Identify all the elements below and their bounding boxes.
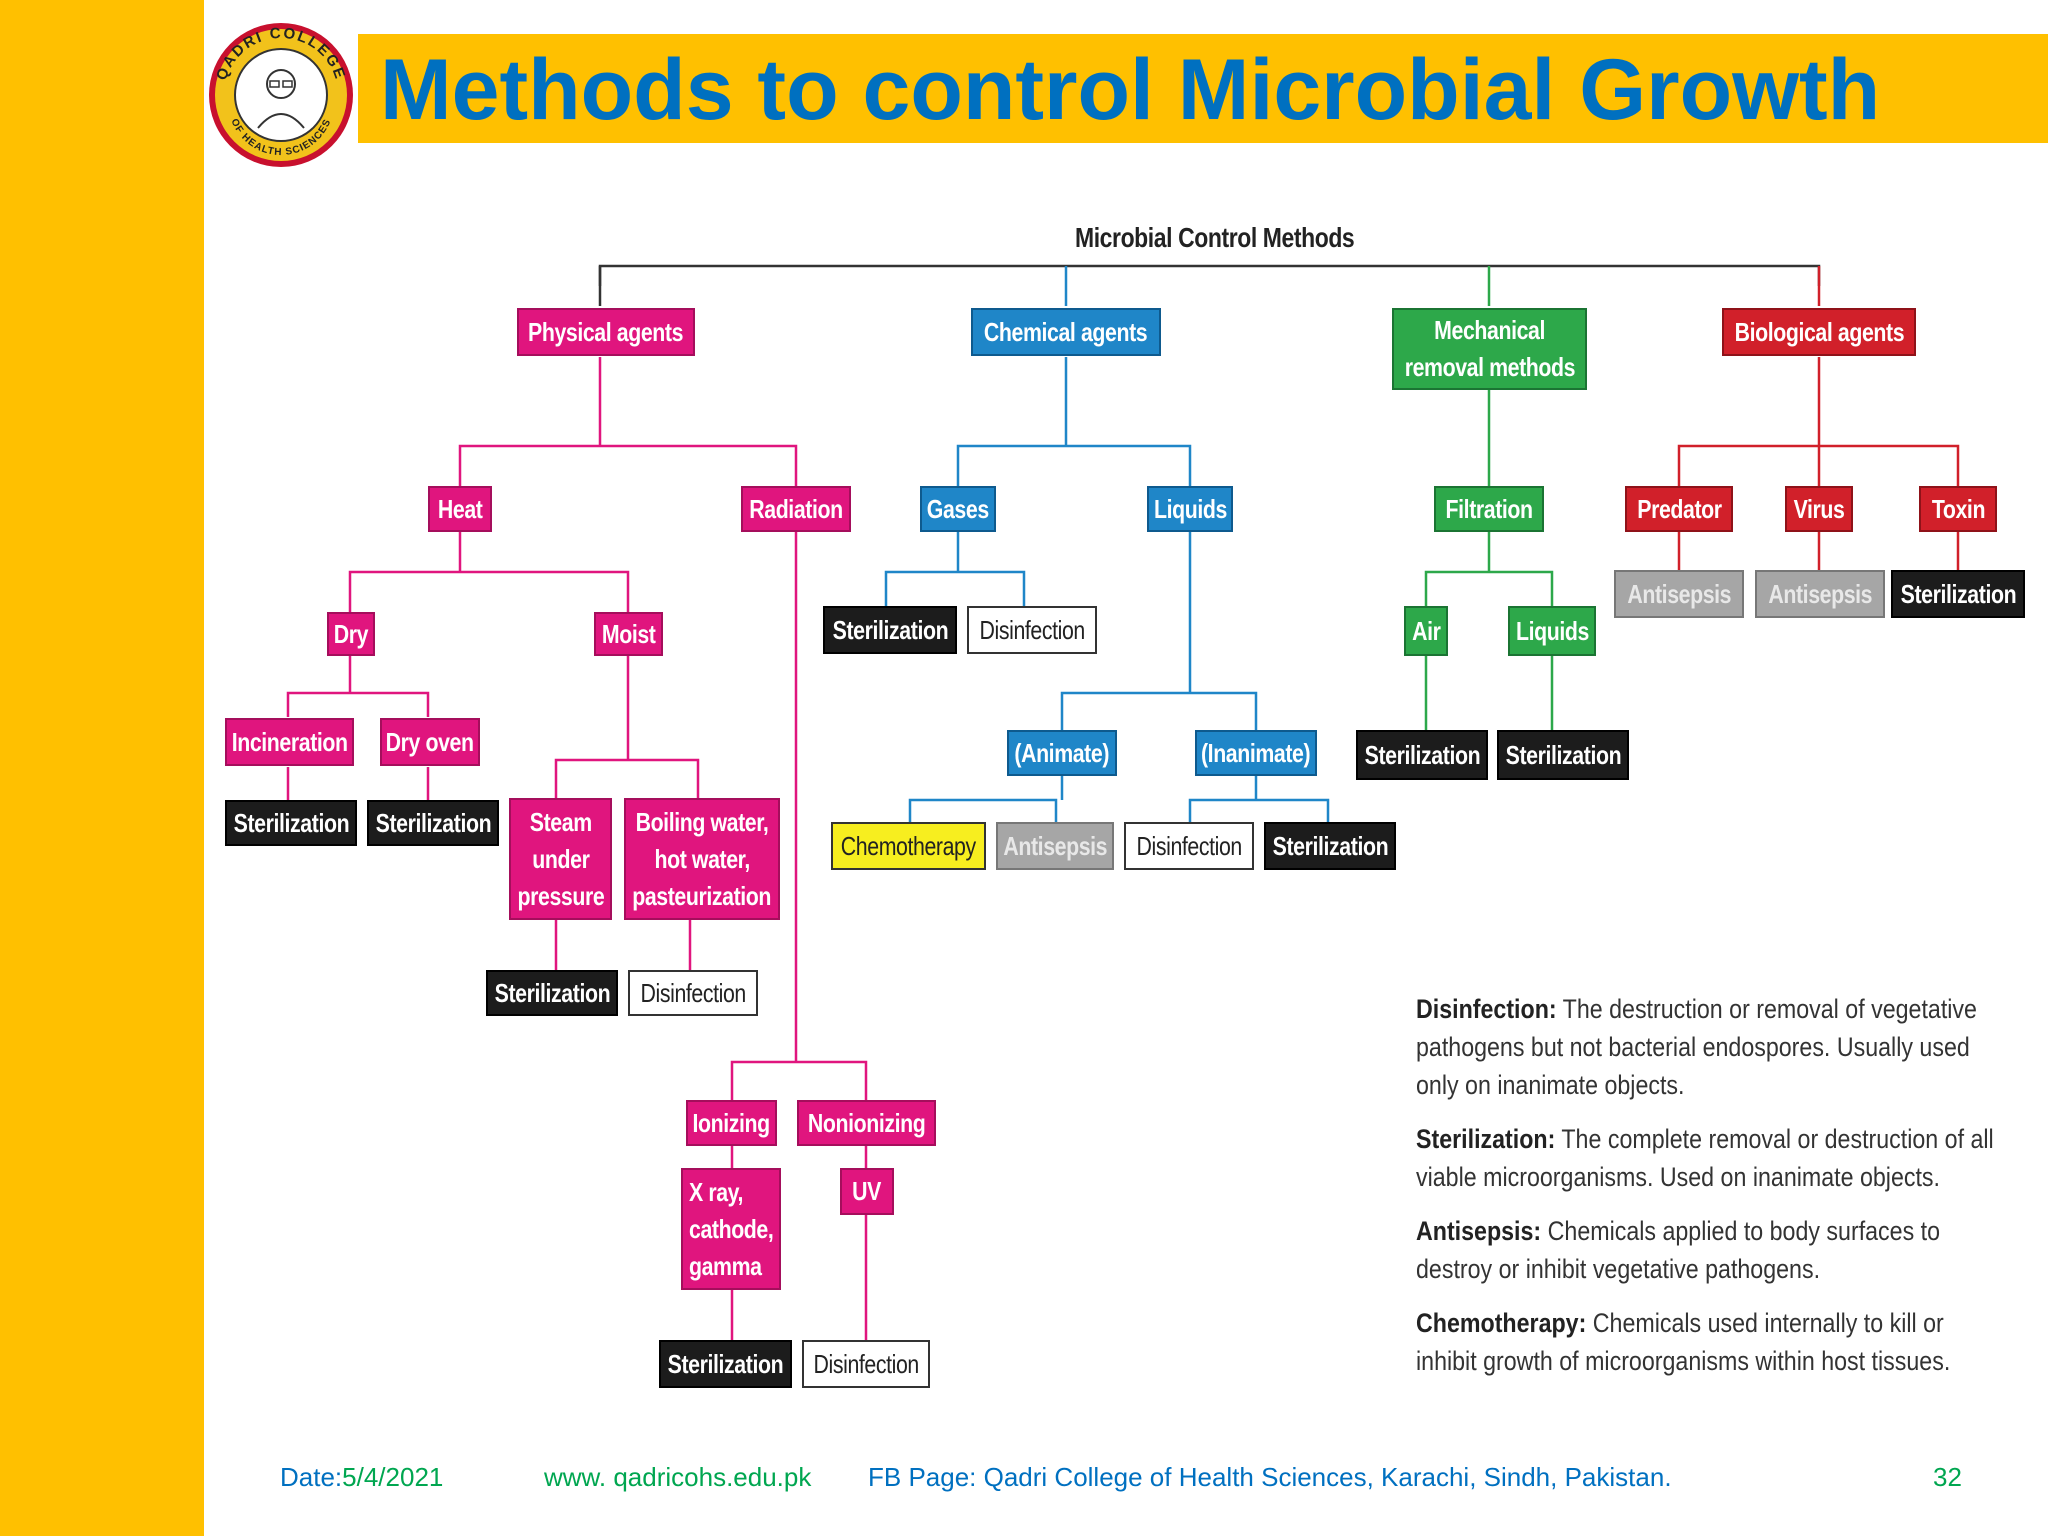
node-dry-oven: Dry oven [380, 718, 480, 766]
node-uv: UV [840, 1168, 894, 1215]
diagram-root-label: Microbial Control Methods [1075, 222, 1355, 253]
node-physical-agents: Physical agents [517, 308, 695, 356]
node-predator: Predator [1625, 486, 1733, 532]
node-sterilization-toxin: Sterilization [1891, 570, 2025, 618]
node-sterilization-gases: Sterilization [823, 606, 957, 654]
node-animate: (Animate) [1007, 730, 1117, 776]
node-filtration: Filtration [1434, 486, 1544, 532]
node-gases: Gases [920, 486, 996, 532]
node-boiling-water: Boiling water,hot water,pasteurization [624, 798, 780, 920]
node-incineration: Incineration [225, 718, 354, 766]
node-nonionizing: Nonionizing [797, 1100, 936, 1146]
definition-chemotherapy: Chemotherapy: Chemicals used internally … [1416, 1308, 1951, 1376]
left-accent-bar [0, 0, 204, 1536]
definition-disinfection: Disinfection: The destruction or removal… [1416, 994, 1977, 1100]
college-logo: QADRI COLLEGE OF HEALTH SCIENCES [209, 23, 353, 167]
node-filtration-liquids: Liquids [1508, 606, 1596, 656]
node-disinfection-inanimate: Disinfection [1124, 822, 1254, 870]
definitions-panel: Disinfection: The destruction or removal… [1416, 990, 2016, 1396]
node-sterilization-incineration: Sterilization [225, 800, 357, 846]
node-toxin: Toxin [1919, 486, 1997, 532]
node-sterilization-steam: Sterilization [486, 970, 618, 1016]
node-ionizing: Ionizing [686, 1100, 777, 1146]
node-sterilization-air: Sterilization [1356, 730, 1488, 780]
node-sterilization-filtration-liquids: Sterilization [1497, 730, 1629, 780]
slide-page-number: 32 [1933, 1462, 1962, 1492]
node-xray-cathode-gamma: X ray,cathode,gamma [681, 1168, 781, 1290]
footer-date: Date:5/4/2021 [280, 1462, 444, 1492]
node-sterilization-dry-oven: Sterilization [367, 800, 499, 846]
node-antisepsis-animate: Antisepsis [996, 822, 1114, 870]
node-dry: Dry [327, 612, 375, 656]
node-disinfection-uv: Disinfection [802, 1340, 930, 1388]
node-inanimate: (Inanimate) [1195, 730, 1317, 776]
node-sterilization-ionizing: Sterilization [659, 1340, 792, 1388]
node-heat: Heat [428, 486, 492, 532]
node-disinfection-gases: Disinfection [967, 606, 1097, 654]
node-disinfection-boiling: Disinfection [628, 970, 758, 1016]
node-antisepsis-predator: Antisepsis [1614, 570, 1744, 618]
node-virus: Virus [1785, 486, 1853, 532]
node-liquids: Liquids [1147, 486, 1233, 532]
node-air: Air [1404, 606, 1448, 656]
node-antisepsis-virus: Antisepsis [1755, 570, 1885, 618]
definition-sterilization: Sterilization: The complete removal or d… [1416, 1124, 1994, 1192]
node-moist: Moist [594, 612, 663, 656]
node-chemotherapy: Chemotherapy [831, 822, 986, 870]
node-radiation: Radiation [741, 486, 851, 532]
node-biological-agents: Biological agents [1722, 308, 1916, 356]
slide-title: Methods to control Microbial Growth [380, 42, 1881, 138]
node-chemical-agents: Chemical agents [971, 308, 1161, 356]
title-bar [358, 34, 2048, 143]
node-sterilization-inanimate: Sterilization [1264, 822, 1396, 870]
definition-antisepsis: Antisepsis: Chemicals applied to body su… [1416, 1216, 1941, 1284]
footer-fb-page: FB Page: Qadri College of Health Science… [868, 1462, 1672, 1492]
footer-website[interactable]: www. qadricohs.edu.pk [544, 1462, 812, 1492]
